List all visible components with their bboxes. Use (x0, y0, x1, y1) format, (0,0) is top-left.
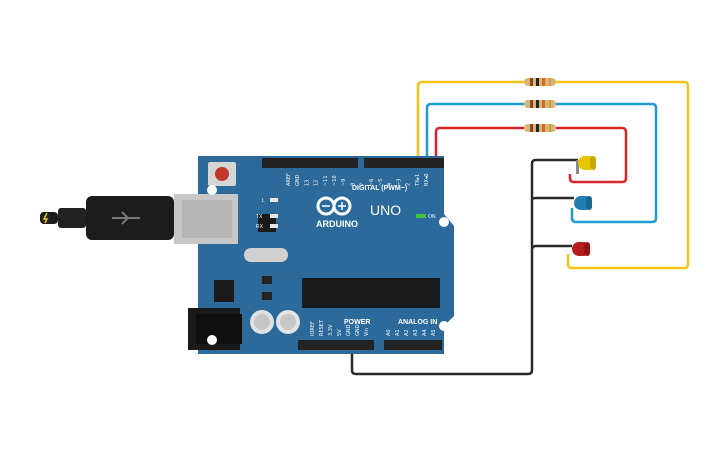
ground-wire[interactable] (350, 158, 578, 376)
pin-label: 4 (387, 183, 393, 186)
led-label-rx: RX (256, 224, 264, 230)
crystal (244, 248, 288, 262)
power-header-label: POWER (344, 319, 370, 326)
pin-label: TX▸1 (415, 174, 421, 187)
pin-label: Vin (364, 328, 370, 336)
pin-label: A1 (395, 329, 401, 336)
model-label: UNO (370, 202, 401, 218)
pin-label: A3 (413, 329, 419, 336)
power-header[interactable] (298, 340, 374, 350)
pin-label: ~11 (323, 175, 329, 186)
capacitor-2 (276, 310, 300, 334)
pin-label: ~10 (332, 175, 338, 186)
regulator (214, 280, 234, 302)
led-label-on: ON (428, 214, 436, 220)
pin-label: A2 (404, 329, 410, 336)
yellow-led[interactable] (576, 156, 596, 174)
pin-label: GND (295, 174, 301, 186)
analog-header-label: ANALOG IN (398, 319, 437, 326)
resistor-1[interactable] (524, 78, 556, 86)
digital-header[interactable] (262, 158, 444, 168)
reset-button[interactable] (208, 162, 236, 186)
led-label-l: L (262, 198, 265, 204)
usb-cable[interactable] (40, 196, 182, 240)
pin-label: ~5 (378, 179, 384, 186)
yellow-wire[interactable] (416, 80, 690, 270)
pin-label: ~9 (341, 179, 347, 186)
analog-header[interactable] (384, 340, 442, 350)
digital-header-label: DIGITAL (PWM~) (352, 185, 407, 192)
pin-label: A0 (386, 329, 392, 336)
pin-label: 7 (360, 183, 366, 186)
pin-label: GND (346, 324, 352, 336)
pin-label: ~3 (396, 179, 402, 186)
led-label-tx: TX (256, 214, 263, 220)
red-led[interactable] (572, 242, 590, 256)
arduino-logo-icon (316, 196, 352, 216)
wires (350, 80, 690, 376)
pin-label: RESET (319, 319, 325, 336)
capacitor-1 (250, 310, 274, 334)
pin-label: 5V (337, 329, 343, 336)
atmega-chip (302, 278, 440, 308)
pin-label: 12 (314, 180, 320, 186)
pin-label: 8 (350, 183, 356, 186)
blue-wire[interactable] (425, 102, 658, 224)
pin-label: 2 (406, 183, 412, 186)
red-wire[interactable] (434, 126, 628, 184)
pin-label: AREF (286, 173, 292, 186)
usb-symbol-icon (112, 211, 140, 225)
resistor-2[interactable] (524, 100, 556, 108)
pin-label: ~6 (369, 179, 375, 186)
pin-label: RX◂0 (424, 173, 430, 186)
pin-label: A4 (422, 329, 428, 336)
pin-label: A5 (431, 329, 437, 336)
pin-label: GND (355, 324, 361, 336)
status-leds: L TX RX ON (256, 198, 436, 230)
brand-label: ARDUINO (316, 219, 358, 229)
pin-label: 13 (304, 180, 310, 186)
blue-led[interactable] (574, 196, 592, 210)
lightning-icon (41, 212, 51, 224)
pin-label: IOREF (310, 321, 316, 336)
pin-label: 3.3V (328, 324, 334, 336)
resistor-3[interactable] (524, 124, 556, 132)
